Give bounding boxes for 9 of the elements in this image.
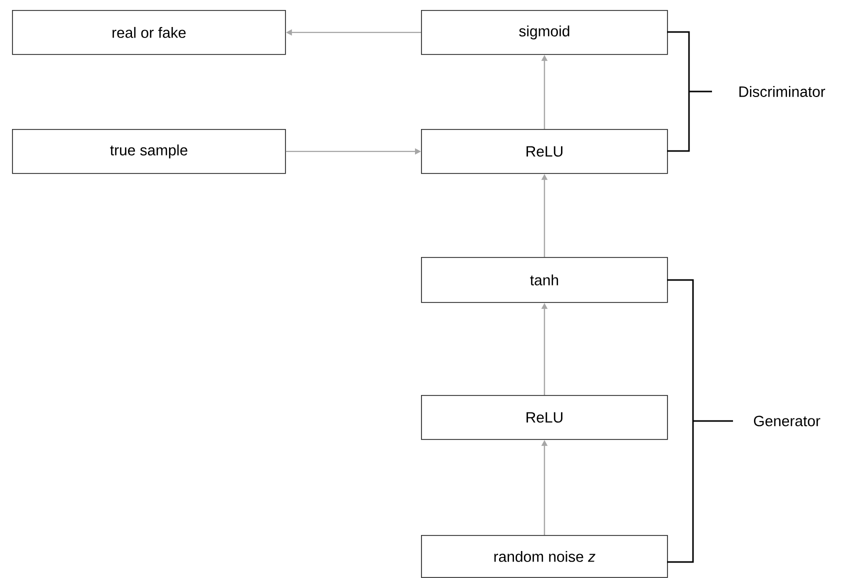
layer-box: ReLU [421, 129, 668, 174]
layer-box: true sample [12, 129, 286, 174]
layer-box: real or fake [12, 10, 286, 55]
layer-box: ReLU [421, 395, 668, 440]
group-label: Generator [754, 416, 820, 426]
layer-box: tanh [421, 257, 668, 303]
layer-box: sigmoid [421, 10, 668, 55]
group-label: Discriminator [739, 86, 826, 97]
layer-box: random noise z [421, 535, 668, 578]
